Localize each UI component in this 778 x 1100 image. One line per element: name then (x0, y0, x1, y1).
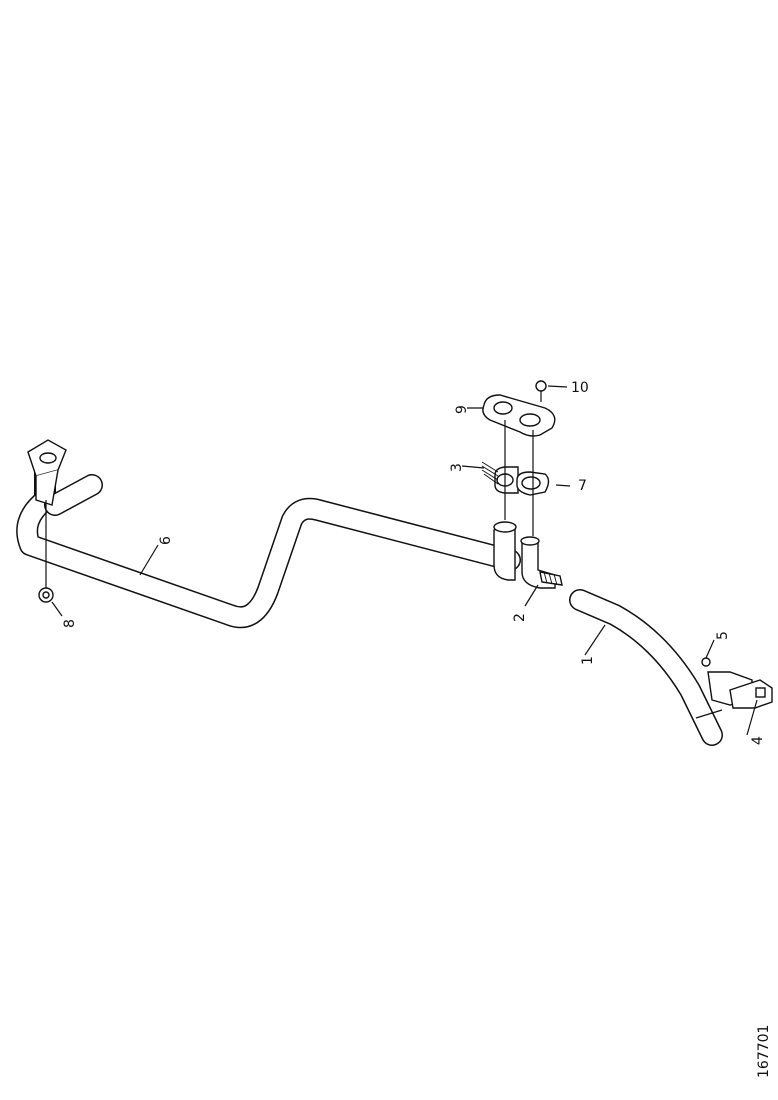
leader-lines (139, 385, 758, 736)
callout-3: 3 (449, 463, 465, 472)
callout-9: 9 (454, 405, 470, 414)
clamp-7 (516, 471, 550, 496)
callout-7: 7 (578, 478, 587, 494)
callout-4: 4 (750, 736, 766, 745)
tube-assembly-6 (16, 444, 521, 629)
hose-clip-2 (539, 571, 563, 586)
mounting-bracket (27, 439, 67, 506)
alignment-lines (504, 420, 534, 536)
tube-1 (569, 589, 723, 746)
bolt-10 (535, 380, 547, 402)
callout-5: 5 (715, 631, 731, 640)
bracket-4 (707, 671, 773, 709)
flange-plate-9 (482, 394, 556, 437)
figure-code: 167701 (756, 1025, 772, 1078)
clamp-3 (481, 461, 519, 494)
callout-1: 1 (580, 656, 596, 665)
callouts: 1 2 3 4 5 6 7 8 9 10 (62, 380, 766, 745)
callout-6: 6 (158, 536, 174, 545)
fitting-8 (38, 500, 63, 617)
callout-2: 2 (512, 613, 528, 622)
callout-8: 8 (62, 619, 78, 628)
fitting-5 (701, 657, 711, 667)
callout-10: 10 (571, 380, 589, 396)
